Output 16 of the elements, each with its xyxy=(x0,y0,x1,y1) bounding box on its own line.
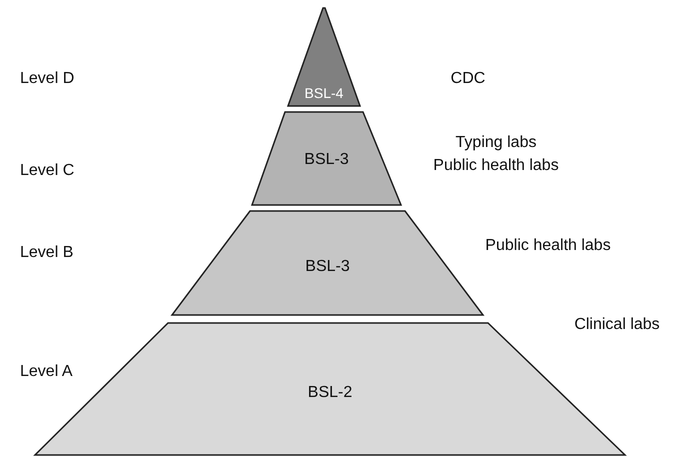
lab-type-label: Public health labs xyxy=(433,157,559,175)
lab-type-label: Public health labs xyxy=(485,237,611,255)
pyramid-tier xyxy=(252,112,401,205)
tier-label: BSL-3 xyxy=(305,258,350,276)
tier-label: BSL-3 xyxy=(304,151,349,169)
level-label: Level A xyxy=(20,363,72,381)
tier-label: BSL-4 xyxy=(304,85,344,101)
level-label: Level C xyxy=(20,162,74,180)
level-label: Level B xyxy=(20,244,74,262)
lab-type-label: Typing labs xyxy=(456,134,536,152)
lab-type-label: Clinical labs xyxy=(574,316,660,334)
tier-label: BSL-2 xyxy=(308,384,352,402)
level-label: Level D xyxy=(20,70,74,88)
pyramid-tier xyxy=(172,211,483,315)
organization-label: CDC xyxy=(450,70,486,88)
pyramid-tier xyxy=(288,8,360,106)
